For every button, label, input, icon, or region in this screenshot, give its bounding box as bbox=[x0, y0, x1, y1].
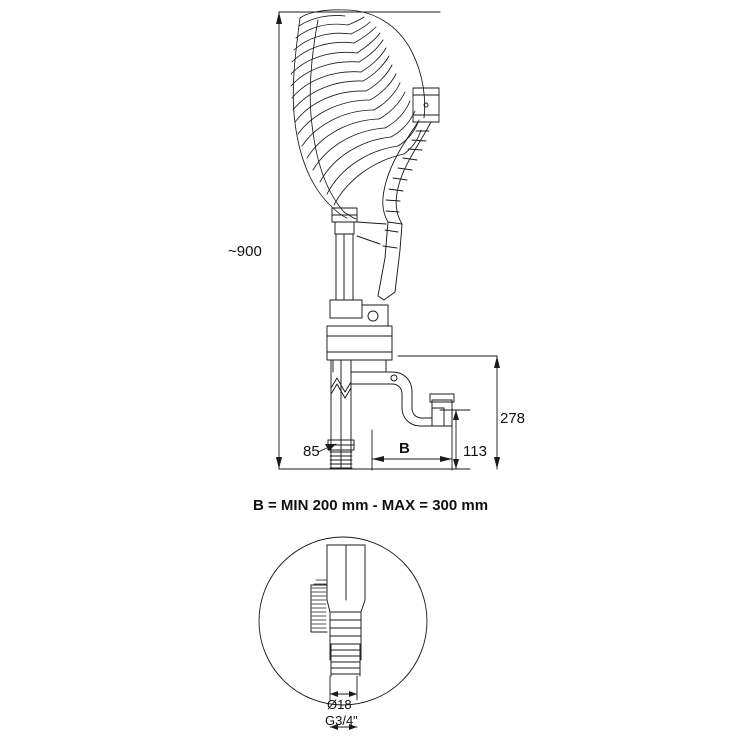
side-outlet-pipe bbox=[350, 371, 455, 427]
flexible-hose bbox=[382, 121, 432, 225]
riser-column bbox=[327, 359, 355, 469]
dimension-lines bbox=[276, 11, 500, 730]
dimension-label-thread: G3/4" bbox=[325, 713, 358, 728]
spray-gun-head bbox=[326, 207, 403, 373]
dimension-label-85: 85 bbox=[303, 443, 320, 460]
detail-view-circle bbox=[258, 536, 428, 706]
dimension-label-278: 278 bbox=[500, 410, 526, 427]
dimension-label-diameter: Ø18 bbox=[327, 697, 352, 712]
dimension-label-b: B bbox=[399, 440, 410, 457]
dimension-label-overall-height: ~900 bbox=[228, 243, 262, 260]
dimension-label-113: 113 bbox=[463, 443, 487, 460]
coiled-spring-hose bbox=[290, 9, 426, 220]
detail-view-content bbox=[310, 544, 366, 677]
note-b-range: B = MIN 200 mm - MAX = 300 mm bbox=[253, 497, 489, 514]
hose-top-fitting bbox=[412, 87, 440, 123]
